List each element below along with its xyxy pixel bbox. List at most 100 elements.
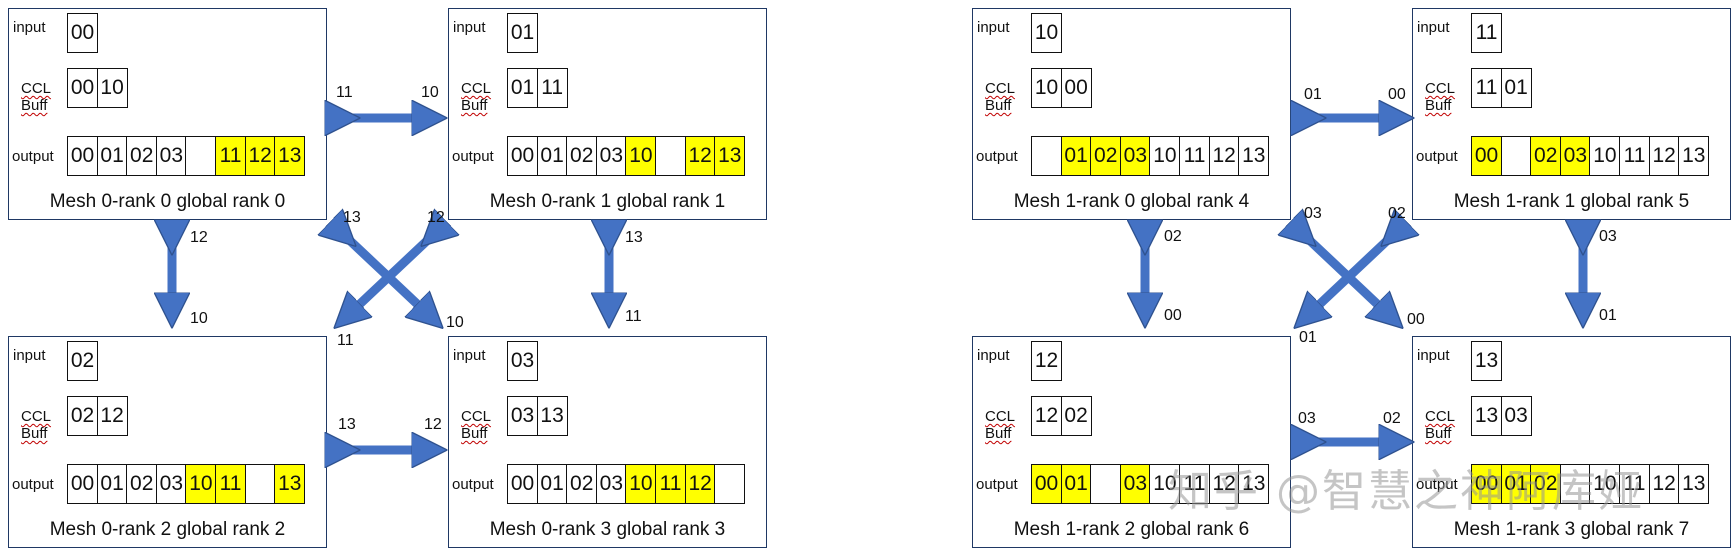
input-row: 11 — [1471, 13, 1502, 53]
ccl-label-line2: Buff — [985, 425, 1012, 442]
output-cell-highlighted: 00 — [1471, 136, 1502, 176]
output-cell-highlighted: 03 — [1119, 464, 1151, 504]
edge-label: 11 — [336, 84, 353, 101]
edge-label: 11 — [625, 308, 642, 325]
panel-title: Mesh 0-rank 3 global rank 3 — [489, 519, 726, 540]
output-cell — [655, 136, 687, 176]
arrow-r5-r6 — [1305, 236, 1392, 318]
input-row: 01 — [507, 13, 538, 53]
edge-label: 00 — [1407, 311, 1425, 328]
output-cell: 12 — [1208, 464, 1240, 504]
output-cell: 03 — [155, 464, 187, 504]
input-cell: 01 — [507, 13, 538, 53]
ccl-cell: 02 — [67, 396, 98, 436]
output-cell: 02 — [126, 136, 158, 176]
input-label: input — [977, 347, 1010, 364]
ccl-label-line2: Buff — [1425, 97, 1452, 114]
output-label: output — [452, 148, 494, 165]
input-cell: 02 — [67, 341, 98, 381]
input-cell: 10 — [1031, 13, 1062, 53]
panel-title: Mesh 0-rank 0 global rank 0 — [49, 191, 286, 212]
ccl-label-line2: Buff — [461, 97, 488, 114]
input-row: 12 — [1031, 341, 1062, 381]
output-label: output — [452, 476, 494, 493]
edge-label: 02 — [1164, 228, 1182, 245]
input-cell: 00 — [67, 13, 98, 53]
edge-label: 01 — [1599, 307, 1617, 324]
ccl-cell: 03 — [1500, 396, 1532, 436]
output-cell-highlighted: 00 — [1031, 464, 1062, 504]
ccl-cell: 02 — [1060, 396, 1092, 436]
ccl-label-line2: Buff — [1425, 425, 1452, 442]
edge-label: 03 — [1304, 205, 1322, 222]
ccl-label-line1: CCL — [21, 80, 52, 97]
ccl-cell: 13 — [1471, 396, 1502, 436]
edge-label: 00 — [1388, 86, 1406, 103]
input-row: 10 — [1031, 13, 1062, 53]
panel-title: Mesh 1-rank 0 global rank 4 — [1013, 191, 1250, 212]
output-cell: 00 — [507, 464, 538, 504]
ccl-label-line1: CCL — [985, 80, 1016, 97]
output-cell: 13 — [1238, 136, 1270, 176]
output-cell-highlighted: 00 — [1471, 464, 1502, 504]
output-cell: 11 — [1179, 136, 1211, 176]
panel-title: Mesh 0-rank 2 global rank 2 — [49, 519, 286, 540]
output-cell: 13 — [1678, 464, 1710, 504]
edge-label: 10 — [190, 310, 208, 327]
input-row: 03 — [507, 341, 538, 381]
output-cell: 11 — [1619, 136, 1651, 176]
ccl-label-line1: CCL — [21, 408, 52, 425]
panel-title: Mesh 1-rank 2 global rank 6 — [1013, 519, 1250, 540]
output-cell-highlighted: 01 — [1060, 136, 1092, 176]
edge-label: 12 — [427, 209, 445, 226]
input-cell: 13 — [1471, 341, 1502, 381]
output-cell-highlighted: 12 — [684, 136, 716, 176]
ccl-cell: 12 — [96, 396, 128, 436]
ccl-cell: 13 — [536, 396, 568, 436]
panel-title: Mesh 1-rank 1 global rank 5 — [1453, 191, 1690, 212]
input-row: 02 — [67, 341, 98, 381]
edge-label: 13 — [343, 209, 361, 226]
output-cell: 02 — [566, 136, 598, 176]
ccl-cell: 01 — [507, 68, 538, 108]
output-cell: 02 — [566, 464, 598, 504]
edge-label: 03 — [1298, 410, 1316, 427]
ccl-cell: 00 — [67, 68, 98, 108]
ccl-cell: 01 — [1500, 68, 1532, 108]
ccl-label-line1: CCL — [985, 408, 1016, 425]
edge-label: 11 — [337, 332, 354, 349]
panel-title: Mesh 1-rank 3 global rank 7 — [1453, 519, 1690, 540]
output-cell-highlighted: 01 — [1500, 464, 1532, 504]
ccl-label-line1: CCL — [1425, 80, 1456, 97]
ccl-cell: 11 — [536, 68, 568, 108]
input-row: 13 — [1471, 341, 1502, 381]
input-label: input — [13, 347, 46, 364]
edge-label: 02 — [1383, 410, 1401, 427]
edge-label: 10 — [446, 314, 464, 331]
output-label: output — [976, 476, 1018, 493]
output-cell — [1031, 136, 1062, 176]
ccl-label-line2: Buff — [21, 97, 48, 114]
edge-label: 02 — [1388, 205, 1406, 222]
edge-label: 01 — [1304, 86, 1322, 103]
